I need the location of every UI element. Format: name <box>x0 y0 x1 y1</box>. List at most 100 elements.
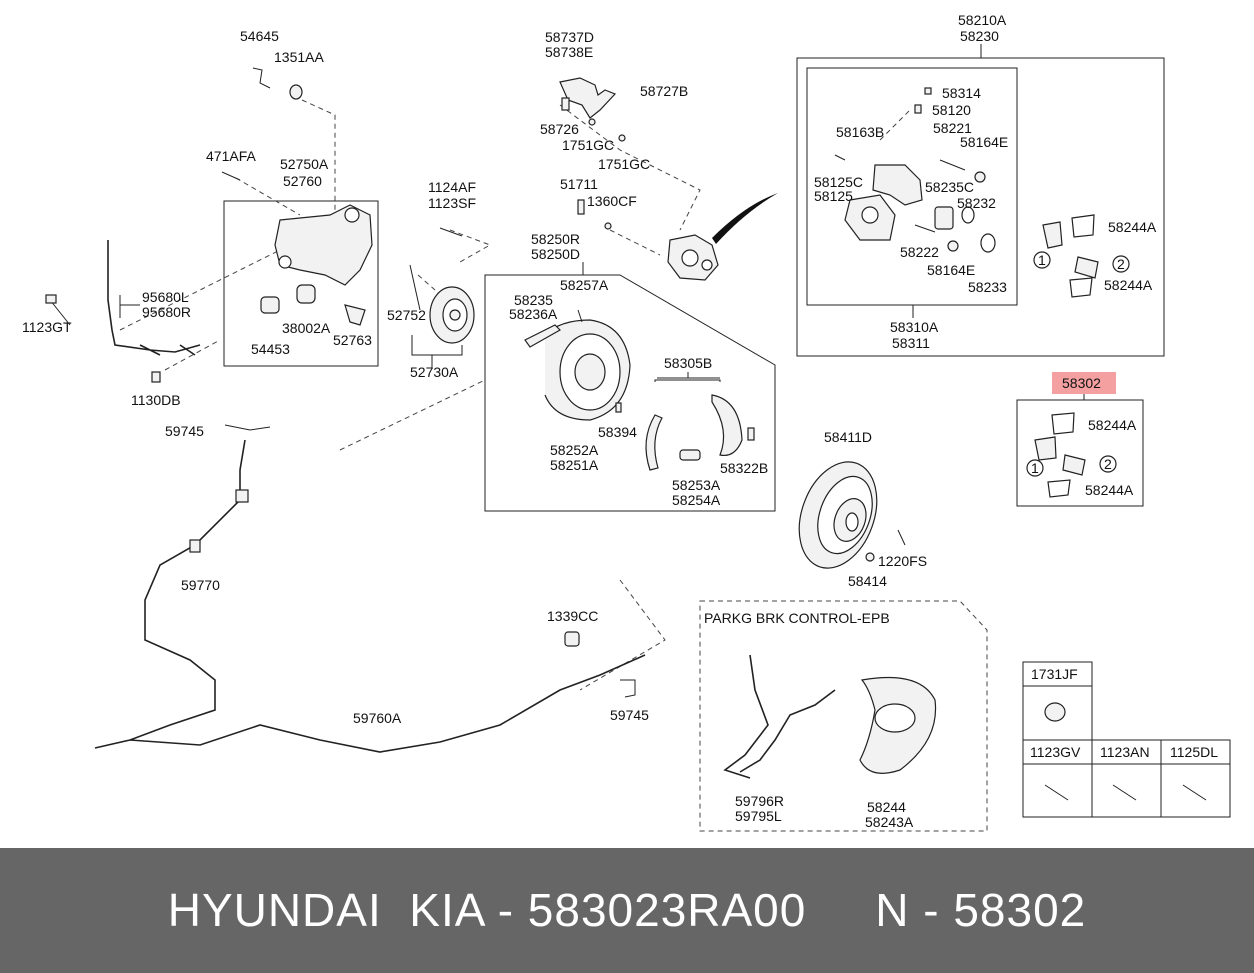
label-1125DL: 1125DL <box>1170 744 1218 760</box>
bolts-upper-left <box>45 67 303 383</box>
disc-rotor <box>798 461 906 569</box>
highlight-58302 <box>1052 372 1116 394</box>
label-1124AF: 1124AF <box>428 179 476 195</box>
label-59796R: 59796R <box>735 793 784 809</box>
label-58230: 58230 <box>960 28 999 44</box>
label-58244A-4: 58244A <box>1085 482 1134 498</box>
label-1123AN: 1123AN <box>1100 744 1150 760</box>
label-54645: 54645 <box>240 28 279 44</box>
label-1731JF: 1731JF <box>1031 666 1078 682</box>
label-58411D: 58411D <box>824 429 872 445</box>
label-58125: 58125 <box>814 188 853 204</box>
pad-kit-box <box>1016 399 1144 507</box>
label-59745-b: 59745 <box>610 707 649 723</box>
label-58163B: 58163B <box>836 124 884 140</box>
callout-1-b: 1 <box>1031 460 1039 476</box>
label-1123GT: 1123GT <box>22 319 72 335</box>
caliper-exploded <box>834 87 996 253</box>
label-59770: 59770 <box>181 577 220 593</box>
brake-shoes <box>645 379 755 471</box>
label-58250D: 58250D <box>531 246 580 262</box>
label-1751GC-b: 1751GC <box>598 156 650 172</box>
knuckle-group-box <box>223 200 379 367</box>
label-58232: 58232 <box>957 195 996 211</box>
label-58222: 58222 <box>900 244 939 260</box>
label-58164E-b: 58164E <box>927 262 975 278</box>
caliper-inner-box <box>806 67 1018 306</box>
label-471AFA: 471AFA <box>206 148 256 164</box>
label-1123GV: 1123GV <box>1030 744 1081 760</box>
label-58210A: 58210A <box>958 12 1007 28</box>
parts-diagram: 54645 1351AA 471AFA 52750A 52760 95680L … <box>22 12 1231 832</box>
label-58314: 58314 <box>942 85 981 101</box>
small-parts-table <box>1022 661 1231 818</box>
label-58310A: 58310A <box>890 319 939 335</box>
parking-cables <box>94 424 646 753</box>
label-59795L: 59795L <box>735 808 782 824</box>
label-1130DB: 1130DB <box>131 392 181 408</box>
label-58322B: 58322B <box>720 460 768 476</box>
label-58236A: 58236A <box>509 306 558 322</box>
knuckle-drawing <box>260 204 373 326</box>
label-52763: 52763 <box>333 332 372 348</box>
parking-brake-group-box <box>484 274 776 512</box>
label-58235: 58235 <box>514 292 553 308</box>
label-1220FS: 1220FS <box>878 553 927 569</box>
pads-set-a <box>1033 214 1130 298</box>
label-58251A: 58251A <box>550 457 599 473</box>
label-58252A: 58252A <box>550 442 599 458</box>
pointer-arrow <box>712 193 778 244</box>
label-95680L: 95680L <box>142 289 189 305</box>
label-1360CF: 1360CF <box>587 193 637 209</box>
label-59760A: 59760A <box>353 710 402 726</box>
label-58244A-3: 58244A <box>1088 417 1137 433</box>
label-58302: 58302 <box>1062 375 1101 391</box>
label-58727B: 58727B <box>640 83 688 99</box>
label-58120: 58120 <box>932 102 971 118</box>
caliper-bracket <box>559 77 626 230</box>
label-58243A: 58243A <box>865 814 914 830</box>
callout-1-a: 1 <box>1038 252 1046 268</box>
hub-bearing <box>409 227 475 356</box>
label-58737D: 58737D <box>545 29 594 45</box>
footer-bar: HYUNDAI KIA - 583023RA00 N - 58302 <box>0 848 1254 973</box>
label-58235C: 58235C <box>925 179 974 195</box>
footer-part-number: HYUNDAI KIA - 583023RA00 N - 58302 <box>167 884 1087 936</box>
label-58221: 58221 <box>933 120 972 136</box>
label-58726: 58726 <box>540 121 579 137</box>
label-58305B: 58305B <box>664 355 712 371</box>
wheel-speed-sensor <box>107 240 201 356</box>
label-58233: 58233 <box>968 279 1007 295</box>
label-58125C: 58125C <box>814 174 863 190</box>
label-58164E-a: 58164E <box>960 134 1008 150</box>
callout-2-b: 2 <box>1104 456 1112 472</box>
label-1123SF: 1123SF <box>428 195 476 211</box>
label-95680R: 95680R <box>142 304 191 320</box>
label-51711: 51711 <box>560 176 598 192</box>
label-58250R: 58250R <box>531 231 580 247</box>
label-38002A: 38002A <box>282 320 331 336</box>
label-52760: 52760 <box>283 173 322 189</box>
label-1751GC-a: 1751GC <box>562 137 614 153</box>
label-52752: 52752 <box>387 307 426 323</box>
table-icons <box>1044 702 1207 801</box>
label-59745-a: 59745 <box>165 423 204 439</box>
label-58254A: 58254A <box>672 492 721 508</box>
label-52730A: 52730A <box>410 364 459 380</box>
backing-plate <box>524 309 631 421</box>
label-54453: 54453 <box>251 341 290 357</box>
epb-harness <box>723 654 937 779</box>
label-1339CC: 1339CC <box>547 608 598 624</box>
epb-group-box <box>699 600 988 832</box>
epb-title: PARKG BRK CONTROL-EPB <box>704 610 890 626</box>
pads-set-b <box>1026 412 1117 498</box>
label-1351AA: 1351AA <box>274 49 324 65</box>
guide-lines <box>119 99 911 691</box>
label-58244A-2: 58244A <box>1104 277 1153 293</box>
label-58244A-1: 58244A <box>1108 219 1157 235</box>
label-58394: 58394 <box>598 424 637 440</box>
label-58257A: 58257A <box>560 277 609 293</box>
label-58738E: 58738E <box>545 44 593 60</box>
callout-2-a: 2 <box>1117 256 1125 272</box>
label-58253A: 58253A <box>672 477 721 493</box>
